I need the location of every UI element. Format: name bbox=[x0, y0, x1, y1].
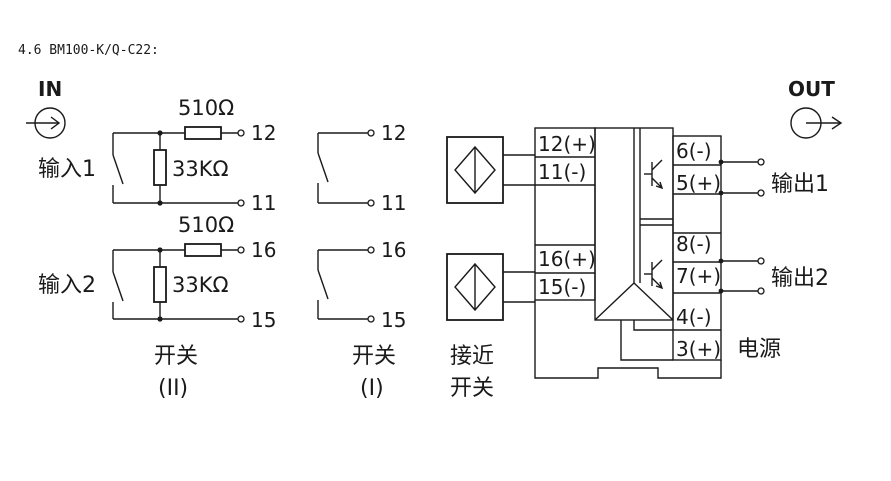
terminal-16-i-label: 16 bbox=[381, 238, 406, 262]
switch-i-caption: 开关 bbox=[352, 344, 396, 369]
resistor-33k-upper bbox=[153, 149, 167, 186]
proximity-sensor-lower bbox=[446, 253, 504, 321]
terminal-16-i bbox=[367, 246, 375, 254]
output2-label: 输出2 bbox=[771, 266, 829, 291]
module-term-6: 6(-) bbox=[676, 139, 712, 163]
out1-terminal-b bbox=[757, 189, 765, 197]
switch-contact-input1 bbox=[112, 154, 124, 185]
switch-contact-input2 bbox=[112, 271, 124, 302]
switch-i-contact-upper bbox=[317, 152, 329, 183]
terminal-16-ii bbox=[237, 246, 245, 254]
module-term-12: 12(+) bbox=[538, 132, 596, 156]
out1-terminal-a bbox=[757, 158, 765, 166]
terminal-12-i bbox=[367, 129, 375, 137]
out2-terminal-a bbox=[757, 257, 765, 265]
input1-label: 输入1 bbox=[38, 157, 96, 182]
switch-i-subcaption: (I) bbox=[360, 376, 384, 401]
resistor-510-upper bbox=[184, 126, 222, 140]
power-label: 电源 bbox=[737, 337, 781, 362]
module-term-8: 8(-) bbox=[676, 232, 712, 256]
module-term-4: 4(-) bbox=[676, 305, 712, 329]
proximity-sensors: 接近 开关 bbox=[446, 136, 535, 401]
switch-ii-subcaption: (II) bbox=[158, 376, 188, 401]
resistor-510-lower bbox=[184, 243, 222, 257]
module-term-7: 7(+) bbox=[676, 264, 721, 288]
proximity-caption: 接近 bbox=[450, 344, 494, 369]
terminal-12-ii bbox=[237, 129, 245, 137]
resistor-510-lower-label: 510Ω bbox=[178, 213, 234, 237]
input2-label: 输入2 bbox=[38, 273, 96, 298]
switch-i-circuit: 12 11 16 15 开关 (I) bbox=[317, 121, 406, 401]
terminal-15-i bbox=[367, 315, 375, 323]
terminal-11-i-label: 11 bbox=[381, 191, 406, 215]
terminal-12-i-label: 12 bbox=[381, 121, 406, 145]
section-heading: 4.6 BM100-K/Q-C22: bbox=[18, 43, 159, 58]
terminal-15-ii bbox=[237, 315, 245, 323]
out-arrow-head bbox=[831, 116, 843, 130]
module-term-3: 3(+) bbox=[676, 337, 721, 361]
resistor-33k-upper-label: 33KΩ bbox=[172, 157, 229, 181]
switch-ii-caption: 开关 bbox=[154, 344, 198, 369]
terminal-11-ii-label: 11 bbox=[251, 191, 276, 215]
in-arrow-head bbox=[50, 116, 61, 130]
module-term-15: 15(-) bbox=[538, 275, 586, 299]
switch-ii-circuit: 510Ω 33KΩ 输入1 12 11 510Ω 33KΩ 输入2 16 15 … bbox=[38, 96, 276, 401]
isolator-module: 12(+) 11(-) 16(+) 15(-) bbox=[534, 127, 829, 379]
module-term-5: 5(+) bbox=[676, 171, 721, 195]
module-term-16: 16(+) bbox=[538, 247, 596, 271]
output-symbol: OUT bbox=[788, 77, 843, 139]
terminal-16-ii-label: 16 bbox=[251, 238, 276, 262]
output1-label: 输出1 bbox=[771, 172, 829, 197]
transistor-upper-icon bbox=[644, 159, 664, 190]
module-term-11: 11(-) bbox=[538, 160, 586, 184]
terminal-12-ii-label: 12 bbox=[251, 121, 276, 145]
transistor-lower-icon bbox=[644, 259, 664, 290]
input-symbol: IN bbox=[26, 77, 66, 139]
proximity-sensor-upper bbox=[446, 136, 504, 204]
in-label: IN bbox=[38, 77, 62, 101]
terminal-15-i-label: 15 bbox=[381, 308, 406, 332]
resistor-33k-lower bbox=[153, 266, 167, 303]
switch-i-contact-lower bbox=[317, 269, 329, 300]
resistor-510-upper-label: 510Ω bbox=[178, 96, 234, 120]
resistor-33k-lower-label: 33KΩ bbox=[172, 273, 229, 297]
terminal-11-ii bbox=[237, 199, 245, 207]
terminal-15-ii-label: 15 bbox=[251, 308, 276, 332]
output-terminal-strip bbox=[672, 135, 722, 361]
out-label: OUT bbox=[788, 77, 835, 101]
proximity-subcaption: 开关 bbox=[450, 376, 494, 401]
terminal-11-i bbox=[367, 199, 375, 207]
out2-terminal-b bbox=[757, 287, 765, 295]
